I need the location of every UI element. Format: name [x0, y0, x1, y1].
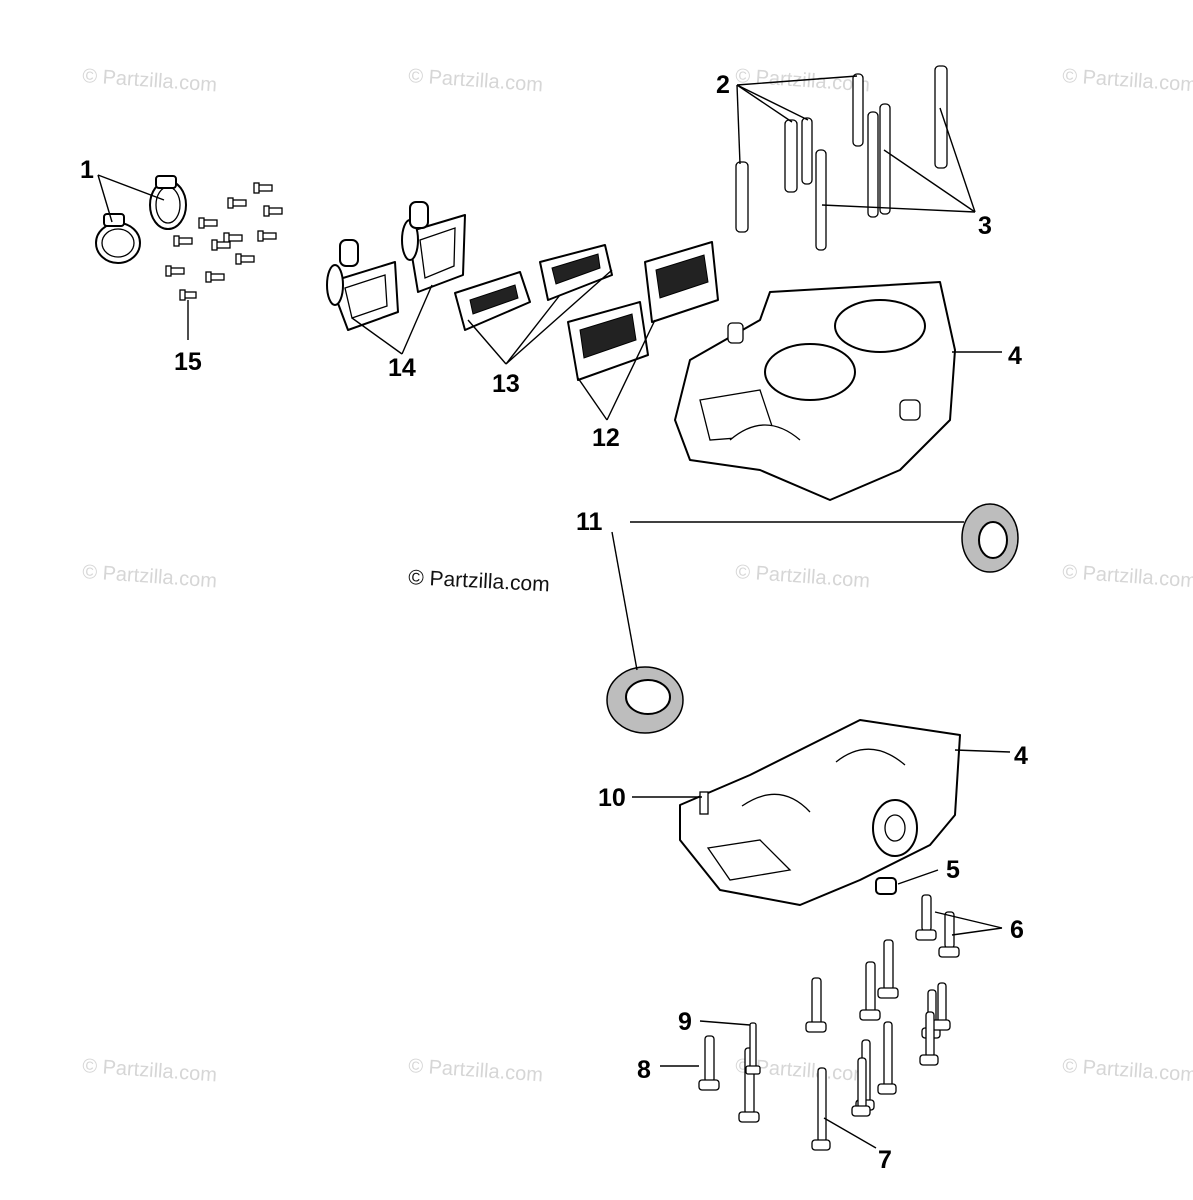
callout-numbers: 1 2 3 4 4 5 6 7 8 9 10 11 12 13 14 15: [80, 71, 1028, 1174]
cylinder-studs: [735, 65, 948, 251]
callout-12: 12: [592, 424, 620, 452]
lower-crankcase: [679, 719, 961, 906]
small-screws: [165, 182, 283, 301]
leader-lines: [97, 75, 1011, 1149]
hose-clamps: [95, 175, 187, 264]
callout-9: 9: [678, 1008, 692, 1036]
crank-seals: [606, 503, 1019, 734]
callout-10: 10: [598, 784, 626, 812]
crankcase-bolts: [698, 894, 960, 1151]
callout-1: 1: [80, 156, 94, 184]
callout-4-upper: 4: [1008, 342, 1022, 370]
watermark: © Partzilla.com: [1062, 1055, 1193, 1086]
watermark: © Partzilla.com: [1062, 65, 1193, 96]
watermark: © Partzilla.com: [82, 65, 218, 96]
watermark: © Partzilla.com: [82, 561, 218, 592]
copyright-notice: © Partzilla.com: [408, 566, 551, 596]
callout-7: 7: [878, 1146, 892, 1174]
callout-2: 2: [716, 71, 730, 99]
callout-11: 11: [576, 508, 603, 536]
reed-cages: [454, 244, 613, 331]
callout-3: 3: [978, 212, 992, 240]
watermark: © Partzilla.com: [408, 1055, 544, 1086]
watermark: © Partzilla.com: [1062, 561, 1193, 592]
callout-14: 14: [388, 354, 416, 382]
callout-4-lower: 4: [1014, 742, 1028, 770]
plug: [875, 877, 897, 895]
callout-13: 13: [492, 370, 520, 398]
watermark: © Partzilla.com: [82, 1055, 218, 1086]
callout-5: 5: [946, 856, 960, 884]
watermark: © Partzilla.com: [735, 561, 871, 592]
reed-blocks: [567, 241, 719, 381]
reed-housings: [326, 201, 466, 331]
watermarks: © Partzilla.com © Partzilla.com © Partzi…: [82, 65, 1193, 1086]
callout-6: 6: [1010, 916, 1024, 944]
watermark: © Partzilla.com: [408, 65, 544, 96]
callout-8: 8: [637, 1056, 651, 1084]
upper-crankcase: [674, 281, 956, 501]
callout-15: 15: [174, 348, 202, 376]
